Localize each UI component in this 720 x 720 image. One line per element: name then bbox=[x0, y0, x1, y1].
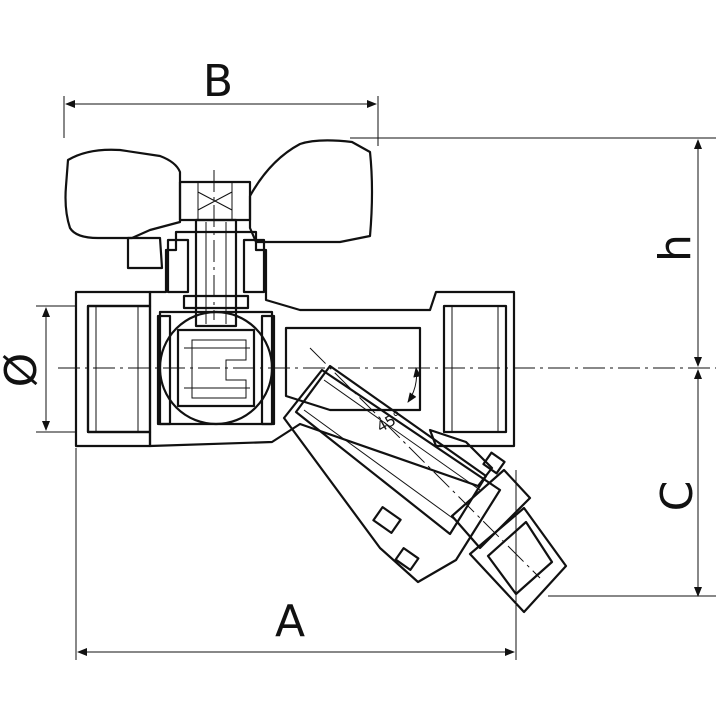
centerlines bbox=[58, 170, 716, 579]
strainer-screen bbox=[294, 364, 488, 536]
valve-ball bbox=[158, 310, 274, 426]
butterfly-handle bbox=[64, 139, 374, 270]
y-strainer bbox=[282, 364, 568, 614]
dimension-c-label: C bbox=[652, 481, 703, 512]
dimension-c: C bbox=[548, 369, 716, 597]
valve-body bbox=[74, 230, 516, 488]
angle-label: 45° bbox=[373, 407, 405, 436]
dimension-b-label: B bbox=[203, 56, 233, 107]
center-shell bbox=[148, 230, 516, 488]
strainer-housing bbox=[282, 368, 502, 584]
dimension-h: h bbox=[350, 137, 716, 367]
handle-right-wing bbox=[248, 139, 374, 244]
dimension-diameter: Ø bbox=[0, 305, 76, 433]
drain-plug bbox=[450, 468, 568, 614]
handle-left-wing bbox=[64, 148, 182, 240]
dimension-a-label: A bbox=[275, 596, 305, 647]
dimension-a: A bbox=[75, 448, 517, 660]
diameter-label: Ø bbox=[0, 353, 47, 388]
dimension-h-label: h bbox=[650, 234, 701, 262]
dimension-b: B bbox=[63, 56, 379, 146]
